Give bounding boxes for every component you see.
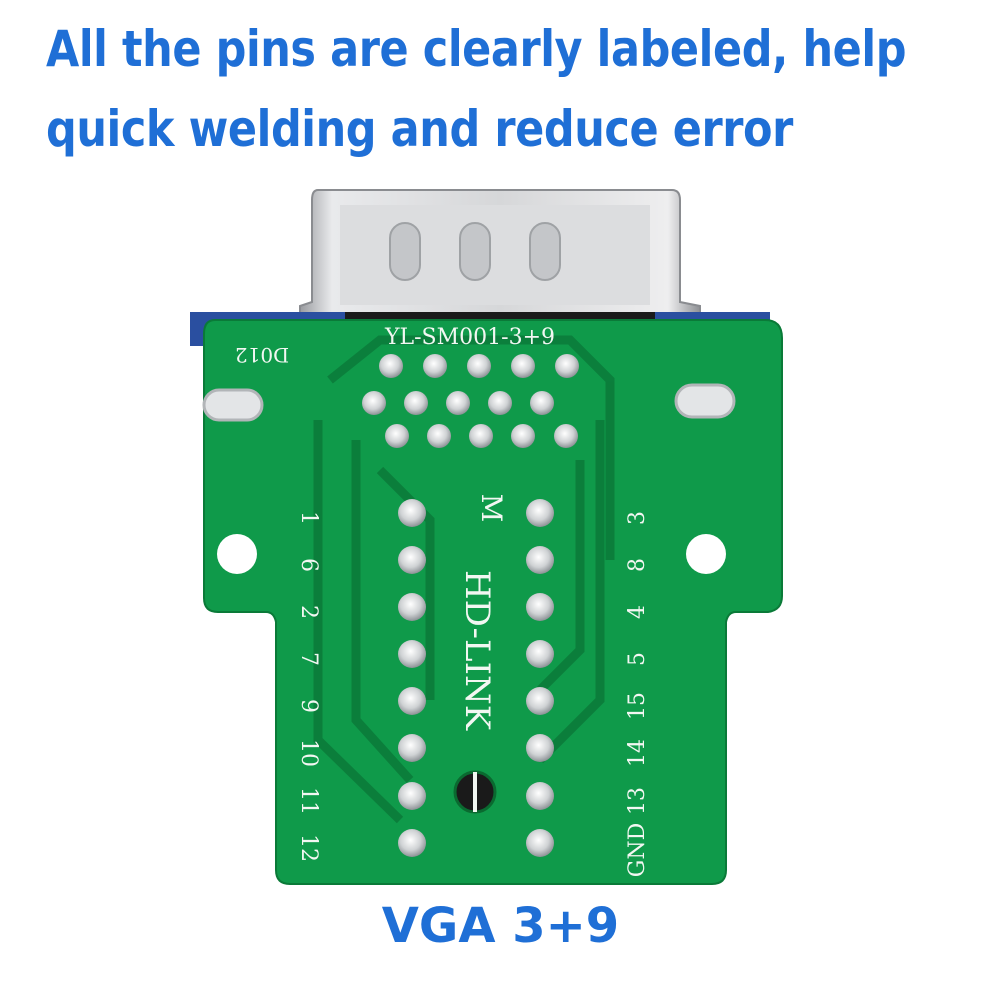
left-terminal-pads: [398, 499, 426, 857]
product-caption: VGA 3+9: [381, 898, 620, 954]
svg-text:6: 6: [296, 558, 321, 572]
db15-pads: [362, 354, 579, 448]
marker-label: M: [475, 494, 508, 523]
code-label: D012: [235, 343, 289, 367]
svg-text:10: 10: [296, 739, 321, 767]
headline-line-2: quick welding and reduce error: [46, 100, 793, 158]
svg-text:5: 5: [625, 652, 650, 666]
right-terminal-pads: [526, 499, 554, 857]
svg-text:11: 11: [296, 787, 321, 815]
svg-text:14: 14: [625, 739, 650, 767]
svg-text:2: 2: [296, 605, 321, 619]
svg-text:GND: GND: [625, 823, 650, 877]
right-pin-labels: 3 8 4 5 15 14 13 GND: [625, 511, 650, 877]
svg-text:13: 13: [625, 787, 650, 815]
svg-text:7: 7: [296, 652, 321, 666]
svg-text:4: 4: [625, 605, 650, 619]
headline-line-1: All the pins are clearly labeled, help: [46, 20, 907, 78]
brand-label: HD-LINK: [457, 570, 497, 731]
svg-text:9: 9: [296, 699, 321, 713]
svg-text:3: 3: [625, 511, 650, 525]
vga-connector-shell: [299, 189, 701, 317]
model-label: YL-SM001-3+9: [384, 325, 555, 350]
left-pin-labels: 1 6 2 7 9 10 11 12: [296, 511, 321, 862]
svg-text:12: 12: [296, 834, 321, 862]
svg-text:8: 8: [625, 558, 650, 572]
svg-text:1: 1: [296, 511, 321, 525]
svg-text:15: 15: [625, 692, 650, 720]
